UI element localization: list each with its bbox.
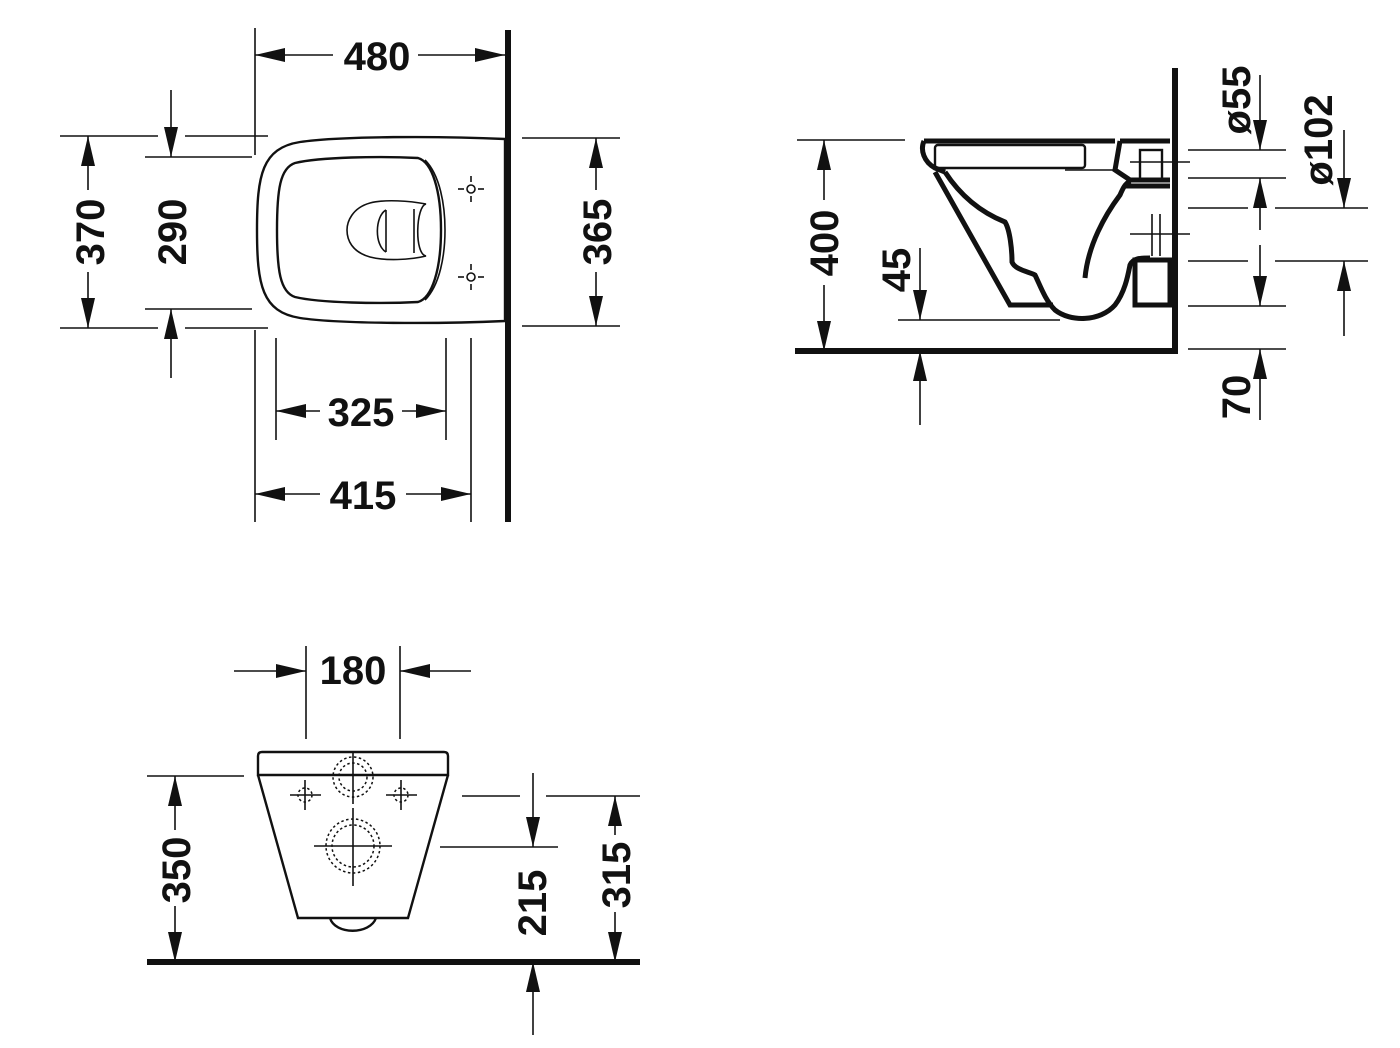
dim-215: 215 <box>511 870 555 937</box>
dim-o102: ø102 <box>1297 94 1341 185</box>
seat-outline <box>275 155 443 305</box>
dim-70: 70 <box>1215 375 1259 420</box>
dim-180: 180 <box>320 649 387 693</box>
dim-o55: ø55 <box>1215 66 1259 135</box>
dim-325: 325 <box>328 391 395 435</box>
dim-480: 480 <box>344 35 411 79</box>
top-view: 480 370 290 365 325 415 <box>60 28 620 522</box>
fixing-hole-icon <box>458 264 484 290</box>
toilet-outline-top <box>255 135 507 325</box>
toilet-rim-side <box>919 138 1115 175</box>
outlet-hole-icon <box>314 808 392 886</box>
bowl-opening <box>346 199 427 261</box>
dim-45: 45 <box>875 248 919 293</box>
inlet-hole-icon <box>326 752 380 804</box>
dim-415: 415 <box>330 474 397 518</box>
side-view: 400 45 ø55 ø102 70 <box>795 66 1368 425</box>
dim-350: 350 <box>155 837 199 904</box>
dim-400: 400 <box>803 210 847 277</box>
dim-290: 290 <box>151 199 195 266</box>
toilet-body-rear <box>256 750 450 777</box>
dim-365: 365 <box>576 199 620 266</box>
dim-315: 315 <box>595 842 639 909</box>
dim-370: 370 <box>69 199 113 266</box>
fixing-hole-icon <box>290 780 321 810</box>
fixing-hole-icon <box>458 176 484 202</box>
rear-view: 180 350 215 315 <box>147 646 640 1035</box>
fixing-hole-icon <box>386 780 417 810</box>
toilet-body-side <box>932 170 1053 308</box>
